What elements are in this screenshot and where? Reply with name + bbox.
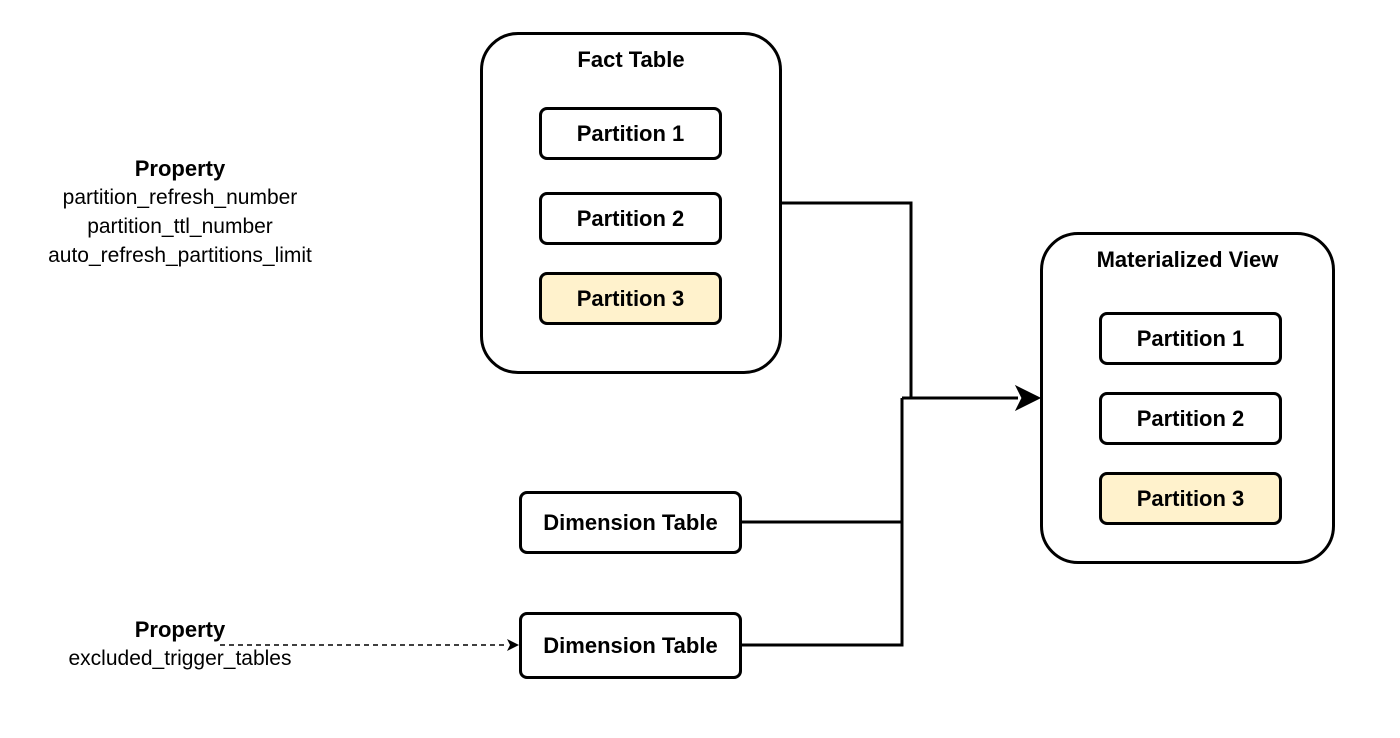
property-heading: Property — [134, 617, 226, 642]
fact-to-view-connector — [782, 201, 913, 398]
dimension-table-2: Dimension Table — [519, 612, 742, 679]
property-line: partition_ttl_number — [87, 215, 273, 238]
dimension-table-1: Dimension Table — [519, 491, 742, 554]
property-line: partition_refresh_number — [62, 186, 298, 209]
property-heading: Property — [134, 156, 226, 181]
materialized-view-title: Materialized View — [1096, 247, 1279, 272]
property-note-refresh: Property partition_refresh_number partit… — [20, 154, 340, 270]
property-note-trigger: Property excluded_trigger_tables — [30, 615, 330, 673]
view-partition-1: Partition 1 — [1099, 312, 1282, 365]
dashed-arrowhead — [507, 639, 519, 651]
dimension-2-to-view-connector — [742, 398, 904, 647]
fact-table-title: Fact Table — [577, 47, 685, 72]
view-partition-2: Partition 2 — [1099, 392, 1282, 445]
fact-partition-2: Partition 2 — [539, 192, 722, 245]
fact-partition-3: Partition 3 — [539, 272, 722, 325]
view-input-arrowhead — [1014, 384, 1042, 412]
view-partition-3: Partition 3 — [1099, 472, 1282, 525]
property-line: auto_refresh_partitions_limit — [48, 244, 312, 267]
fact-partition-1: Partition 1 — [539, 107, 722, 160]
property-line: excluded_trigger_tables — [68, 647, 292, 670]
